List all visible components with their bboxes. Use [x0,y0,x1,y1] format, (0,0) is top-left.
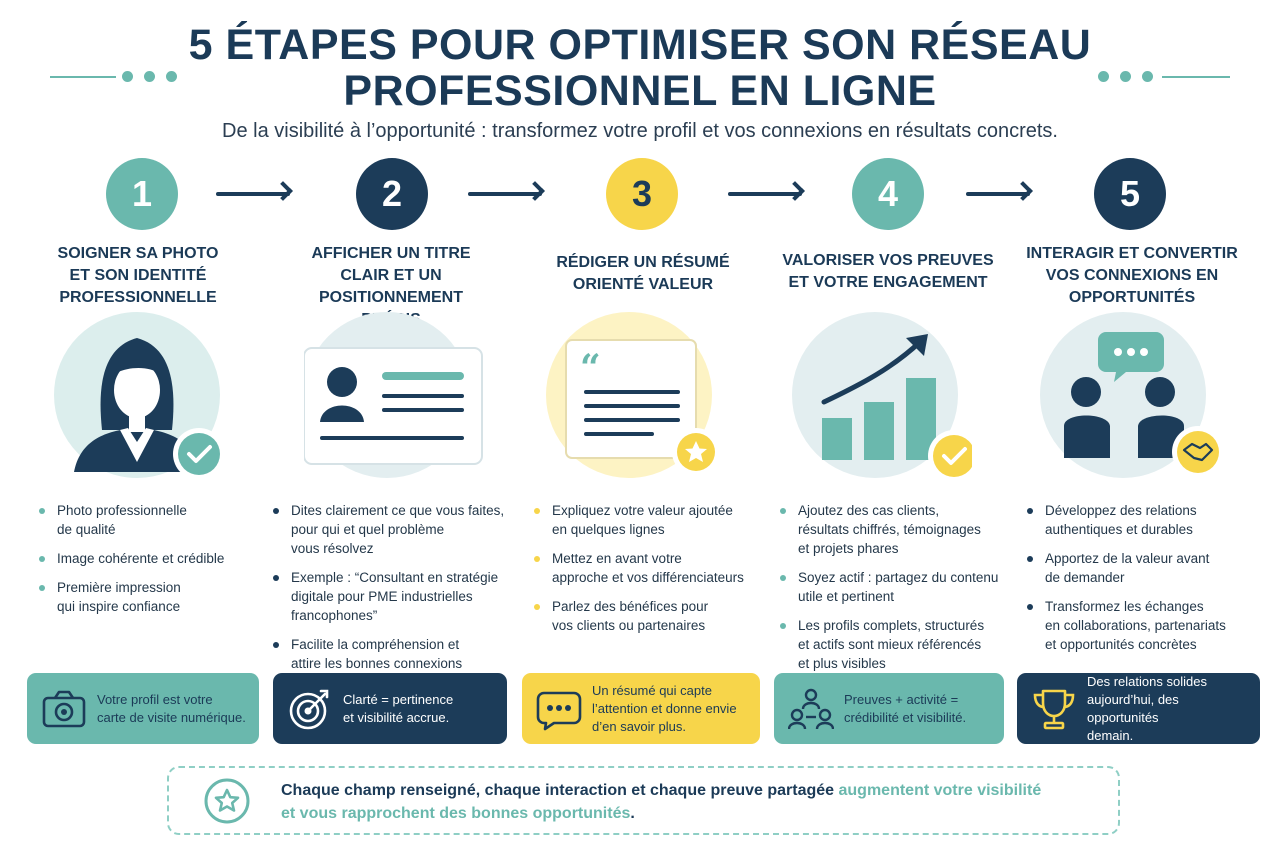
callout-text: Preuves + activité =crédibilité et visib… [844,691,967,725]
trophy-icon [1033,689,1075,730]
arrow-right-icon [216,181,293,201]
camera-icon [42,690,86,728]
conversation-handshake-icon [1040,312,1224,478]
professional-woman-checkmark-icon [54,312,225,480]
step-2-number: 2 [356,158,428,230]
step-4-callout: Preuves + activité =crédibilité et visib… [774,673,1004,744]
growth-chart-icon [792,312,972,482]
target-icon [289,689,329,730]
profile-card-icon [304,312,483,478]
step-4-bullets: Ajoutez des cas clients,résultats chiffr… [780,501,1020,683]
page-title-line-2: PROFESSIONNEL EN LIGNE [343,67,937,115]
right-decoration [1098,70,1230,84]
step-2-bullets: Dites clairement ce que vous faites,pour… [273,501,513,683]
arrow-right-icon [468,181,545,201]
list-item: Dites clairement ce que vous faites,pour… [273,501,513,558]
network-people-icon [788,688,834,730]
list-item: Ajoutez des cas clients,résultats chiffr… [780,501,1020,558]
svg-text:“: “ [580,347,601,389]
star-icon [204,778,250,824]
footer-text: Chaque champ renseigné, chaque interacti… [281,782,1042,822]
page-subtitle: De la visibilité à l’opportunité : trans… [222,120,1058,142]
footer-banner: Chaque champ renseigné, chaque interacti… [167,766,1120,835]
left-decoration [50,70,180,84]
arrow-right-icon [966,181,1033,201]
step-5-number: 5 [1094,158,1166,230]
page-title-line-1: 5 ÉTAPES POUR OPTIMISER SON RÉSEAU [188,21,1092,69]
quote-document-star-icon: “ [546,312,720,478]
arrow-right-icon [728,181,805,201]
list-item: Image cohérente et crédible [39,549,239,568]
speech-bubble-icon [536,691,582,731]
step-4-number: 4 [852,158,924,230]
step-3-number: 3 [606,158,678,230]
step-1-number: 1 [106,158,178,230]
